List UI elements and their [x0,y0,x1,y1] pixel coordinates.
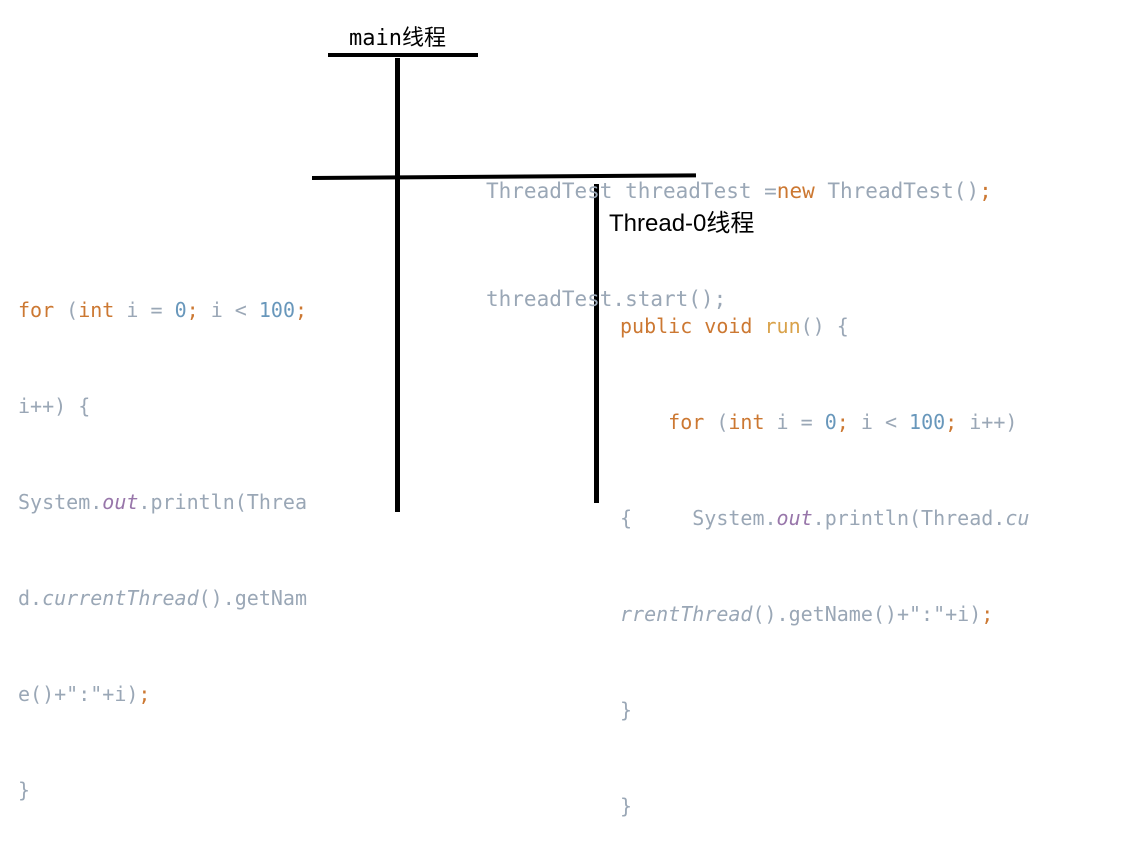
code-line: } [18,774,307,806]
code-line: System.out.println(Threa [18,486,307,518]
code-text: System. [18,490,103,514]
semicolon: ; [138,682,151,706]
code-text: i < [848,410,910,434]
code-text [620,410,668,434]
code-text: i = [114,298,175,322]
code-line: } [620,790,1029,822]
main-thread-label: main线程 [349,26,446,51]
field-out: out [776,506,813,530]
number: 0 [174,298,187,322]
code-text: } [620,698,633,722]
code-line: d.currentThread().getNam [18,582,307,614]
code-text: threadTest.start() [486,287,714,311]
code-line: for (int i = 0; i < 100; [18,294,307,326]
keyword-int: int [728,410,765,434]
main-thread-timeline [395,58,400,512]
code-line-new-threadtest: ThreadTest threadTest =new ThreadTest(); [486,173,992,209]
semicolon: ; [186,298,199,322]
code-line: } [620,694,1029,726]
semicolon: ; [981,602,994,626]
field-out: out [102,490,139,514]
thread0-label: Thread-0线程 [609,210,755,237]
main-thread-header-bar [328,53,478,57]
code-text: i++) [957,410,1018,434]
thread0-timeline [594,184,599,503]
code-text [752,314,764,338]
code-text: .println(Threa [138,490,307,514]
semicolon: ; [979,179,992,203]
code-text: i = [764,410,825,434]
code-text: () { [800,314,849,338]
code-text: } [620,794,633,818]
code-text: e()+":"+i) [18,682,139,706]
code-text: i < [198,298,259,322]
code-line: i++) { [18,390,307,422]
code-text: .println(Thread. [812,506,1006,530]
code-text: ().getNam [198,586,308,610]
code-line: rrentThread().getName()+":"+i); [620,598,1029,630]
code-line: e()+":"+i); [18,678,307,710]
code-text: i++) { [18,394,91,418]
code-text: ( [704,410,729,434]
semicolon: ; [945,410,958,434]
semicolon: ; [836,410,849,434]
keyword-for: for [668,410,705,434]
keyword-void: void [704,314,753,338]
code-text: ().getName()+":"+i) [752,602,982,626]
method-current-thread: currentThread [42,586,199,610]
code-line: public void run() { [620,310,1029,342]
code-text: ThreadTest threadTest = [486,179,777,203]
keyword-for: for [18,298,55,322]
code-text: ThreadTest() [814,179,980,203]
semicolon: ; [295,298,308,322]
method-run: run [764,314,801,338]
left-loop-code-block: for (int i = 0; i < 100; i++) { System.o… [18,230,307,838]
keyword-new: new [776,179,815,203]
code-line-start-call: threadTest.start(); [486,281,992,317]
number: 100 [909,410,946,434]
code-text: } [18,778,31,802]
code-line: { System.out.println(Thread.cu [620,502,1029,534]
keyword-int: int [78,298,115,322]
semicolon: ; [713,287,727,311]
code-line: for (int i = 0; i < 100; i++) [620,406,1029,438]
method-current-thread: cu [1005,506,1030,530]
keyword-public: public [620,314,693,338]
code-text [692,314,704,338]
method-current-thread: rrentThread [620,602,753,626]
number: 0 [824,410,837,434]
code-text: d. [18,586,43,610]
main-code-block: ThreadTest threadTest =new ThreadTest();… [486,101,992,353]
code-text: ( [54,298,79,322]
right-run-code-block: public void run() { for (int i = 0; i < … [620,246,1029,854]
code-text: { System. [620,506,777,530]
number: 100 [258,298,295,322]
